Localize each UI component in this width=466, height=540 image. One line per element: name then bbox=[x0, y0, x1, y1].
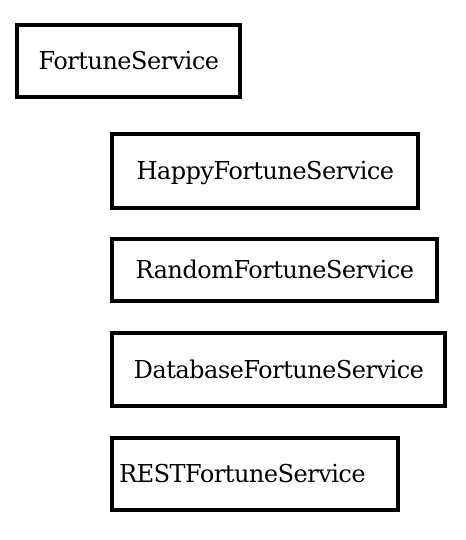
fortune-service-label: FortuneService bbox=[38, 47, 219, 75]
fortune-service-box: FortuneService bbox=[15, 23, 242, 99]
random-fortune-service-box: RandomFortuneService bbox=[110, 237, 439, 303]
happy-fortune-service-box: HappyFortuneService bbox=[110, 132, 420, 210]
rest-fortune-service-label: RESTFortuneService bbox=[119, 460, 366, 488]
happy-fortune-service-label: HappyFortuneService bbox=[136, 157, 394, 185]
database-fortune-service-box: DatabaseFortuneService bbox=[110, 331, 447, 408]
rest-fortune-service-box: RESTFortuneService bbox=[110, 436, 400, 512]
random-fortune-service-label: RandomFortuneService bbox=[135, 256, 414, 284]
database-fortune-service-label: DatabaseFortuneService bbox=[133, 355, 424, 384]
